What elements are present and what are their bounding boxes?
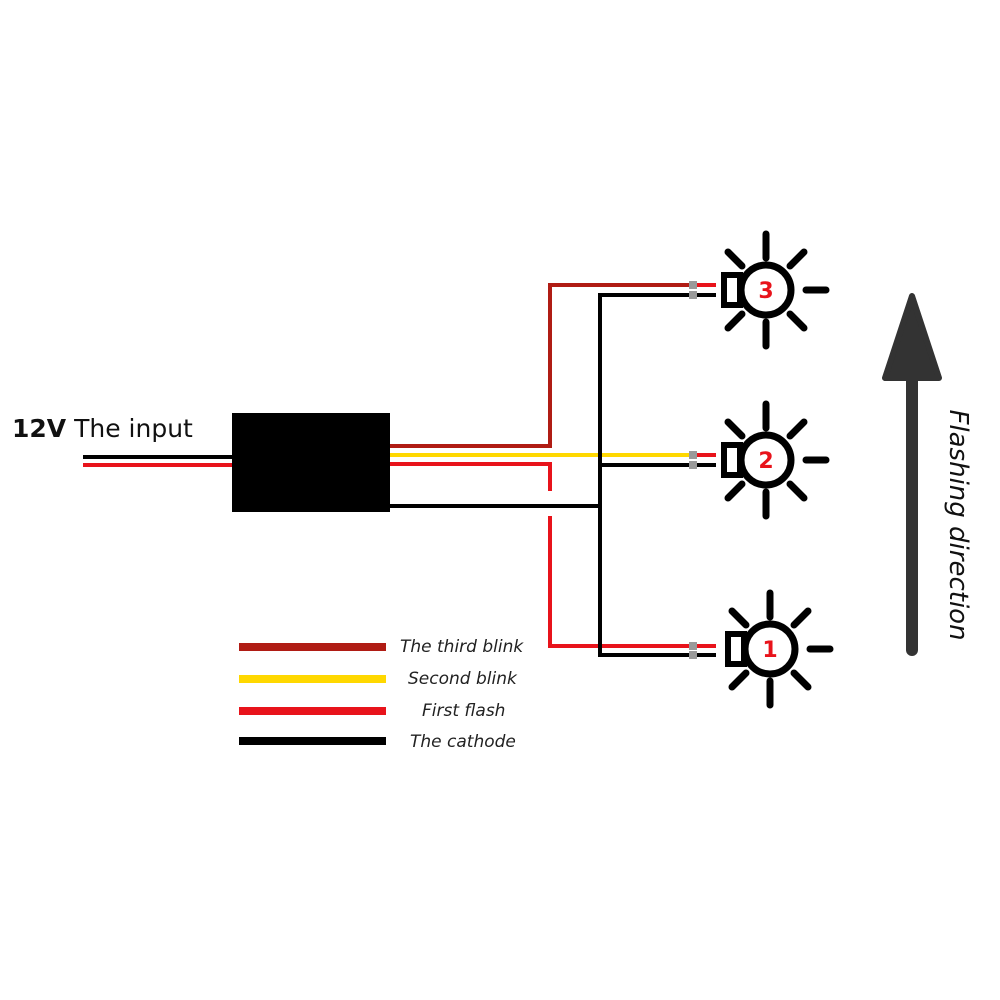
- bulb-1-icon: 1: [725, 589, 834, 709]
- bulb-2-icon: 2: [721, 400, 830, 520]
- legend-label-cathode: The cathode: [410, 732, 516, 752]
- legend-label-first-flash: First flash: [422, 701, 506, 721]
- input-text: The input: [74, 414, 193, 443]
- legend-label-third-blink: The third blink: [400, 637, 524, 657]
- bulb-1-number: 1: [762, 638, 777, 663]
- wire-third-blink: [390, 283, 690, 448]
- input-voltage: 12V: [12, 414, 67, 443]
- flashing-direction-label: Flashing direction: [943, 409, 973, 641]
- legend-label-second-blink: Second blink: [408, 669, 517, 689]
- wire-first-flash: [390, 462, 552, 491]
- input-label: 12V The input: [12, 414, 193, 443]
- bulb-3-icon: 3: [721, 230, 830, 350]
- bulb-2-number: 2: [758, 449, 773, 474]
- connectors: [689, 281, 697, 659]
- flashing-direction-arrow-icon: [882, 293, 942, 656]
- bulb-3-number: 3: [758, 279, 773, 304]
- controller-box: [232, 413, 390, 512]
- wire-first-flash-lower: [548, 516, 690, 648]
